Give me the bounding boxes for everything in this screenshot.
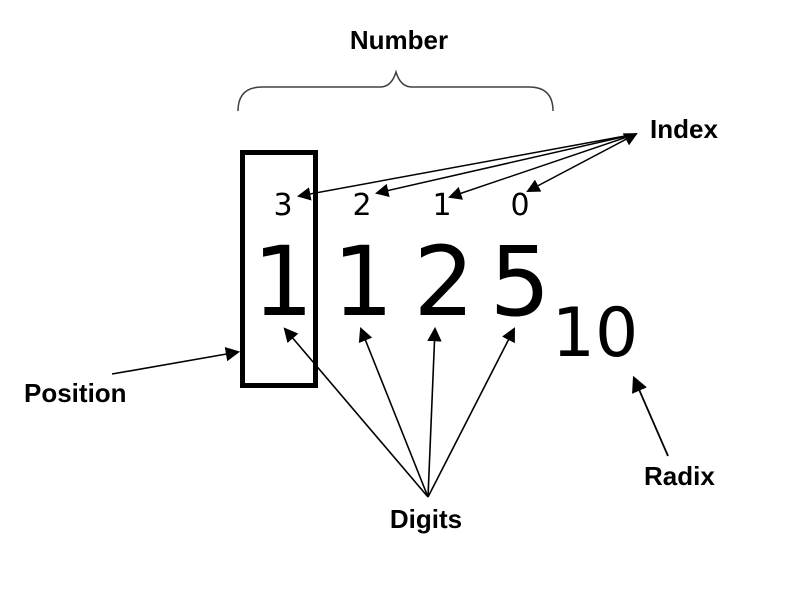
position-arrow: [111, 347, 241, 375]
digit-tens: 2: [413, 226, 475, 338]
number-brace: [237, 69, 554, 112]
digits-arrow-2: [358, 326, 429, 498]
number-label: Number: [349, 25, 449, 55]
index-digit-0: 0: [510, 188, 530, 223]
index-arrow-0: [526, 133, 638, 192]
radix-arrow: [632, 375, 669, 457]
index-digit-3: 3: [273, 188, 293, 223]
position-label: Position: [24, 378, 127, 408]
index-arrow-2: [375, 133, 637, 198]
index-arrow-1: [448, 133, 637, 200]
index-digit-1: 1: [432, 188, 452, 223]
digit-hundreds: 1: [332, 226, 394, 338]
radix-label: Radix: [644, 461, 715, 491]
digit-ones: 5: [489, 226, 551, 338]
digit-thousands: 1: [252, 226, 314, 338]
digits-arrow-3: [427, 326, 442, 498]
digits-arrow-1: [283, 327, 429, 498]
radix-subscript: 10: [551, 294, 639, 373]
index-label: Index: [650, 114, 718, 144]
digits-arrow-4: [427, 327, 515, 498]
index-arrow-3: [297, 133, 637, 201]
index-digit-2: 2: [352, 188, 372, 223]
digits-label: Digits: [389, 504, 463, 534]
position-box: [240, 150, 318, 388]
